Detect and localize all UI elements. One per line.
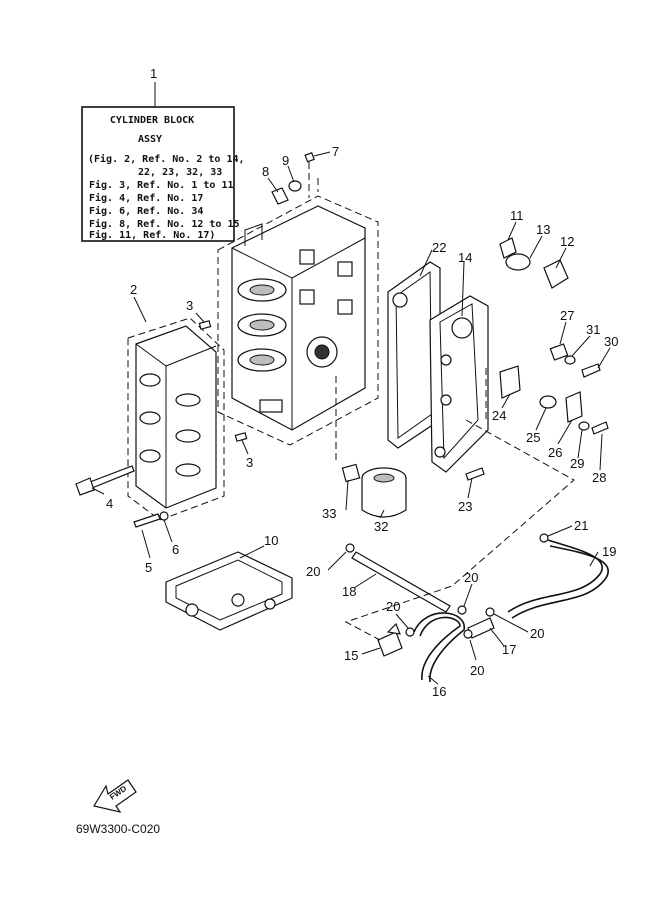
diagram-code: 69W3300-C020 [76, 822, 160, 836]
callout-24: 24 [492, 408, 506, 423]
callout-20-b: 20 [464, 570, 478, 585]
callout-17: 17 [502, 642, 516, 657]
callout-20-c: 20 [386, 599, 400, 614]
callout-16: 16 [432, 684, 446, 699]
callout-30: 30 [604, 334, 618, 349]
callout-19: 19 [602, 544, 616, 559]
callout-3-lower: 3 [246, 455, 253, 470]
oil-filter-32 [361, 467, 407, 518]
assy-line-5: Fig. 6, Ref. No. 34 [89, 205, 203, 217]
callout-18: 18 [342, 584, 356, 599]
exhaust-cover-14 [429, 295, 489, 473]
callout-9: 9 [282, 153, 289, 168]
assy-line-6: Fig. 8, Ref. No. 12 to 15 [89, 218, 240, 230]
callout-6: 6 [172, 542, 179, 557]
callout-26: 26 [548, 445, 562, 460]
callout-22: 22 [432, 240, 446, 255]
gasket-10 [165, 551, 293, 631]
assy-info-box: CYLINDER BLOCK ASSY (Fig. 2, Ref. No. 2 … [81, 106, 245, 242]
callout-32: 32 [374, 519, 388, 534]
callout-25: 25 [526, 430, 540, 445]
assy-line-4: Fig. 4, Ref. No. 17 [89, 192, 203, 204]
fwd-arrow-icon: FWD [93, 779, 137, 813]
cylinder-block [217, 195, 379, 446]
assy-line-7: Fig. 11, Ref. No. 17) [89, 229, 215, 241]
assy-line-2: 22, 23, 32, 33 [138, 167, 222, 178]
callout-31: 31 [586, 322, 600, 337]
callout-12: 12 [560, 234, 574, 249]
callout-14: 14 [458, 250, 472, 265]
callout-leaders [91, 151, 611, 685]
assy-line-3: Fig. 3, Ref. No. 1 to 11 [89, 179, 234, 191]
callout-23: 23 [458, 499, 472, 514]
callout-29: 29 [570, 456, 584, 471]
callout-21: 21 [574, 518, 588, 533]
callout-5: 5 [145, 560, 152, 575]
callout-20-a: 20 [306, 564, 320, 579]
callout-numbers: 1 2 3 3 4 5 6 7 8 9 10 11 12 13 14 15 16… [106, 66, 618, 699]
callout-33: 33 [322, 506, 336, 521]
callout-27: 27 [560, 308, 574, 323]
callout-7: 7 [332, 144, 339, 159]
callout-3-upper: 3 [186, 298, 193, 313]
callout-1: 1 [150, 66, 157, 81]
callout-28: 28 [592, 470, 606, 485]
callout-2: 2 [130, 282, 137, 297]
cylinder-head [127, 317, 225, 521]
callout-13: 13 [536, 222, 550, 237]
callout-15: 15 [344, 648, 358, 663]
callout-20-e: 20 [470, 663, 484, 678]
callout-4: 4 [106, 496, 113, 511]
assy-line-1: (Fig. 2, Ref. No. 2 to 14, [88, 153, 245, 165]
callout-10: 10 [264, 533, 278, 548]
assy-subtitle: ASSY [138, 134, 162, 145]
assy-title: CYLINDER BLOCK [110, 115, 194, 126]
callout-8: 8 [262, 164, 269, 179]
callout-11: 11 [510, 208, 524, 223]
callout-20-d: 20 [530, 626, 544, 641]
bolt-4 [75, 465, 135, 496]
